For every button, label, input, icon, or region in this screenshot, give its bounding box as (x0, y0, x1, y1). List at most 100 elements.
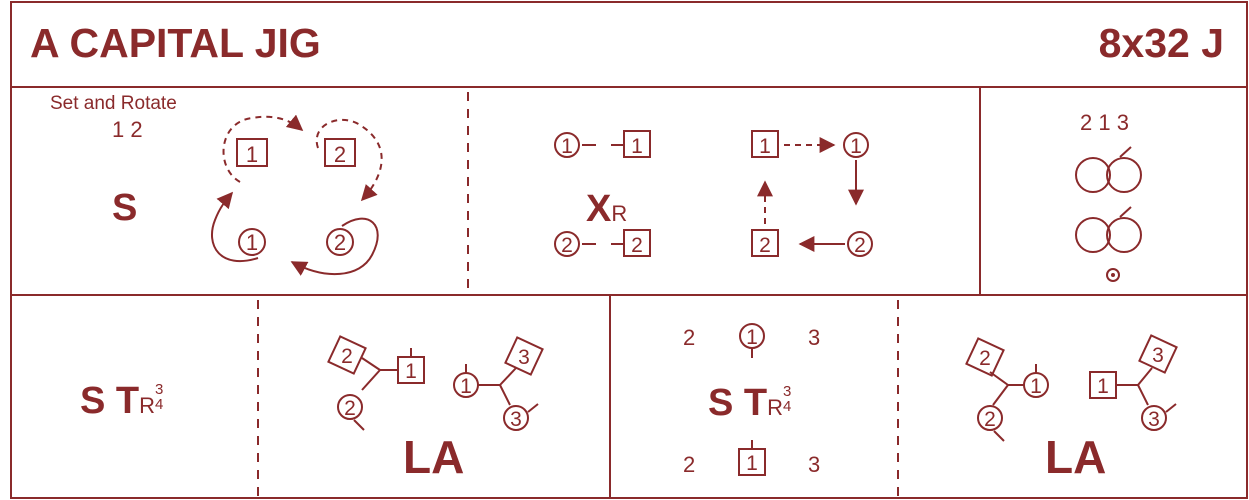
dashed-path-2 (315, 119, 383, 202)
la1-arm-bottom (361, 369, 381, 391)
set-turn-2-frac-den: 4 (783, 398, 792, 415)
la1-label-w2: 2 (344, 397, 356, 420)
la2-man-2 (965, 337, 1005, 377)
lead-across-diagram-1: 2 1 2 1 3 3 (327, 335, 544, 431)
cross-label-m1: 1 (631, 135, 643, 158)
position-tick-2 (1119, 206, 1132, 218)
la2-man-3 (1138, 334, 1178, 374)
st2-label-w1: 1 (746, 326, 758, 349)
la1-arm-top-2 (499, 367, 517, 386)
man-square-2 (324, 138, 356, 167)
lead-across-1-figure: LA (403, 431, 465, 483)
la1-man-2 (327, 335, 367, 375)
cross-diagram: 1 1 2 2 1 1 2 2 (554, 130, 873, 257)
la2-arm-bottom-2 (1137, 384, 1149, 406)
set-rotate-order: 1 2 (112, 117, 143, 142)
la2-arm-top-2 (1137, 367, 1153, 386)
cross-label-w2: 2 (561, 234, 573, 257)
la1-label-w3: 3 (510, 408, 522, 431)
position-circle-2 (1106, 157, 1142, 193)
set-turn-2-subscript: R (767, 395, 784, 420)
la2-label-w1: 1 (1030, 375, 1042, 398)
la2-label-w3: 3 (1148, 408, 1160, 431)
curved-path-2 (210, 191, 259, 263)
path-woman-1 (843, 132, 869, 158)
set-turn-2-frac-num: 3 (783, 383, 792, 400)
position-circle-1 (1075, 157, 1111, 193)
set-turn-1-subscript: R (139, 393, 156, 418)
la1-label-m2: 2 (341, 345, 353, 368)
path-label-w2: 2 (854, 234, 866, 257)
set-turn-1-frac-den: 4 (155, 396, 164, 413)
la1-label-m1: 1 (405, 360, 417, 383)
st2-bottom-right: 3 (808, 452, 821, 477)
la2-label-m1: 1 (1097, 375, 1109, 398)
position-order: 2 1 3 (1080, 110, 1129, 135)
curved-path-1 (290, 217, 379, 276)
cross-woman-1 (554, 132, 580, 158)
path-woman-2 (847, 231, 873, 257)
path-man-1 (751, 130, 779, 158)
woman-label-2: 2 (334, 230, 346, 255)
cross-figure-letter: X (586, 188, 612, 230)
cross-man-1 (623, 130, 651, 158)
set-rotate-note: Set and Rotate (50, 93, 177, 114)
card-frame (10, 1, 1248, 499)
la2-label-m2: 2 (979, 347, 991, 370)
man-square-1 (236, 138, 268, 167)
la2-label-m3: 3 (1152, 344, 1164, 367)
st2-top-left: 2 (683, 325, 696, 350)
la2-woman-2 (977, 405, 1003, 431)
la1-tick-4 (527, 403, 539, 413)
set-rotate-diagram: 1 2 1 2 (210, 114, 383, 276)
la2-label-w2: 2 (984, 408, 996, 431)
position-circle-3 (1075, 217, 1111, 253)
st2-top-right: 3 (808, 325, 821, 350)
lead-across-diagram-2: 2 1 2 1 3 3 (965, 334, 1178, 442)
cross-label-m2: 2 (631, 234, 643, 257)
lead-across-2-figure: LA (1045, 431, 1107, 483)
la2-arm-bottom (992, 384, 1009, 406)
dance-tempo: 8x32 J (1098, 20, 1224, 66)
cross-man-2 (623, 229, 651, 257)
la1-arm-top (361, 357, 381, 371)
la1-woman-3 (503, 405, 529, 431)
position-tick-1 (1119, 146, 1132, 158)
set-turn-2-markers: 1 1 (738, 323, 766, 476)
top-of-set-dot (1111, 273, 1115, 277)
set-turn-2-letters: S T (708, 382, 768, 424)
woman-label-1: 1 (246, 230, 258, 255)
dashed-path-1 (222, 114, 304, 183)
set-turn-1-letters: S T (80, 380, 140, 422)
la1-woman-2 (337, 394, 363, 420)
la1-label-w1: 1 (460, 375, 472, 398)
la1-arm-bottom-2 (499, 384, 511, 406)
cross-woman-2 (554, 231, 580, 257)
la2-tick-2 (993, 430, 1005, 442)
la2-tick-3 (1165, 403, 1177, 413)
st2-label-m1: 1 (746, 452, 758, 475)
position-diagram (1075, 146, 1142, 282)
path-man-2 (751, 229, 779, 257)
path-label-w1: 1 (850, 135, 862, 158)
man-label-1: 1 (246, 142, 258, 167)
woman-circle-2 (326, 228, 354, 256)
dance-title: A CAPITAL JIG (30, 20, 321, 66)
la1-man-3 (504, 336, 544, 376)
st2-bottom-left: 2 (683, 452, 696, 477)
set-turn-1-frac-num: 3 (155, 381, 164, 398)
position-circle-4 (1106, 217, 1142, 253)
path-label-m2: 2 (759, 234, 771, 257)
woman-circle-1 (238, 228, 266, 256)
path-label-m1: 1 (759, 135, 771, 158)
la1-label-m3: 3 (518, 346, 530, 369)
la2-woman-3 (1141, 405, 1167, 431)
man-label-2: 2 (334, 142, 346, 167)
cross-figure-subscript: R (611, 201, 628, 226)
